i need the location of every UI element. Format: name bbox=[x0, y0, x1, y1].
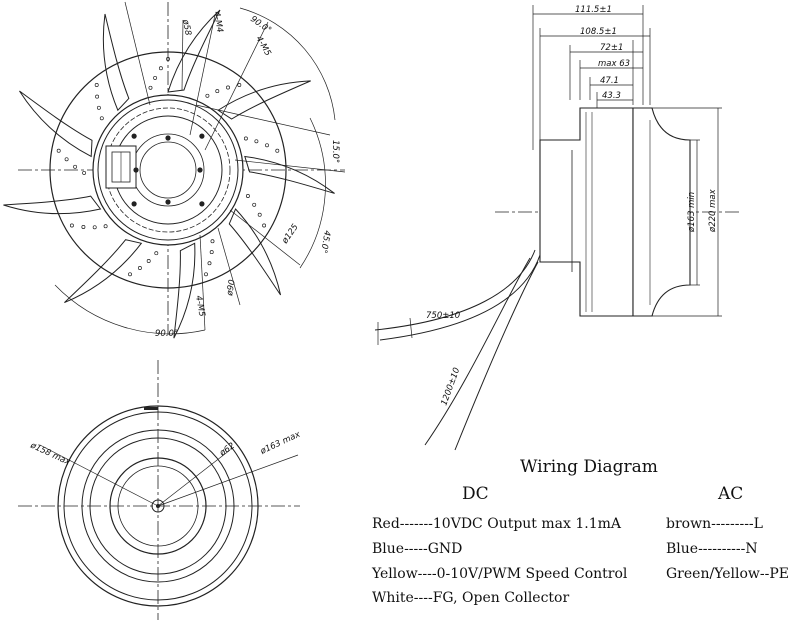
perforation-hole bbox=[128, 272, 132, 277]
perforation-hole bbox=[275, 148, 280, 153]
perforation-hole bbox=[94, 83, 99, 87]
dim-d58: ø58 bbox=[180, 18, 193, 37]
perforation-hole bbox=[262, 223, 267, 228]
blade bbox=[209, 208, 308, 296]
dim-max-63: max 63 bbox=[598, 59, 630, 69]
perforation-hole bbox=[209, 250, 214, 255]
dc-row-blue: Blue-----GND bbox=[372, 541, 463, 557]
mounting-hole bbox=[133, 167, 139, 173]
perforation-hole bbox=[252, 202, 257, 207]
dim-d158-max: ø158 max bbox=[28, 440, 73, 468]
blade bbox=[64, 13, 159, 111]
perforation-hole bbox=[95, 94, 100, 99]
perforation-hole bbox=[73, 164, 78, 169]
blade bbox=[145, 242, 224, 339]
perforation-hole bbox=[99, 116, 104, 121]
rear-view: ø158 max ø62 ø163 max bbox=[18, 360, 303, 620]
dim-111-5: 111.5±1 bbox=[575, 5, 612, 15]
perforation-hole bbox=[82, 170, 87, 175]
dim-108-5: 108.5±1 bbox=[580, 27, 617, 37]
perforation-hole bbox=[204, 272, 208, 277]
dim-d163-max: ø163 max bbox=[258, 429, 303, 457]
perforation-hole bbox=[210, 239, 215, 244]
perforation-hole bbox=[158, 66, 163, 71]
side-view: 111.5±1 108.5±1 72±1 max 63 47.1 43.3 ø1… bbox=[374, 5, 740, 451]
mounting-hole bbox=[199, 201, 205, 207]
dim-angle-45: 45.0° bbox=[318, 229, 332, 254]
perforation-hole bbox=[69, 223, 74, 228]
perforation-hole bbox=[205, 93, 210, 98]
perforation-hole bbox=[237, 83, 242, 87]
blade bbox=[2, 163, 101, 251]
perforation-hole bbox=[103, 224, 108, 229]
perforation-hole bbox=[64, 157, 69, 162]
perforation-hole bbox=[154, 251, 159, 256]
perforation-hole bbox=[254, 139, 259, 144]
perforation-hole bbox=[226, 85, 230, 90]
dim-4-m4: 4-M4 bbox=[211, 11, 225, 34]
perforation-hole bbox=[243, 136, 248, 141]
front-view: ø58 4-M4 90.0° 4-M5 15.0° 45.0° ø125 ø90… bbox=[2, 1, 346, 339]
perforation-hole bbox=[146, 259, 151, 263]
dim-cable-750: 750±10 bbox=[426, 311, 460, 321]
perforation-hole bbox=[207, 261, 212, 266]
ac-row-brown: brown---------L bbox=[666, 516, 763, 532]
perforation-hole bbox=[92, 225, 97, 230]
perforation-hole bbox=[166, 57, 170, 61]
ac-row-blue: Blue----------N bbox=[666, 541, 758, 557]
perforation-hole bbox=[81, 225, 86, 229]
perforation-hole bbox=[257, 212, 262, 217]
dim-72: 72±1 bbox=[600, 43, 623, 53]
perforation-hole bbox=[153, 75, 158, 80]
dc-heading: DC bbox=[462, 484, 489, 504]
dim-4-m5-bottom: 4-M5 bbox=[193, 295, 207, 318]
dc-row-white: White----FG, Open Collector bbox=[372, 590, 570, 606]
dim-cable-1200: 1200±10 bbox=[439, 366, 462, 407]
perforation-hole bbox=[137, 266, 142, 270]
perforation-hole bbox=[56, 148, 61, 153]
dim-43-3: 43.3 bbox=[602, 91, 621, 101]
mounting-hole bbox=[131, 133, 137, 139]
ac-heading: AC bbox=[718, 484, 744, 504]
dim-d62: ø62 bbox=[217, 441, 237, 459]
mounting-hole bbox=[199, 133, 205, 139]
ac-row-green-yellow: Green/Yellow--PE bbox=[666, 566, 789, 582]
mounting-hole bbox=[197, 167, 203, 173]
blade bbox=[167, 9, 221, 93]
dim-d90: ø90 bbox=[225, 279, 238, 298]
dim-angle-15: 15.0° bbox=[330, 140, 340, 163]
perforation-hole bbox=[215, 89, 220, 94]
dc-row-red: Red-------10VDC Output max 1.1mA bbox=[372, 516, 622, 532]
blade bbox=[244, 141, 336, 209]
perforation-hole bbox=[148, 85, 153, 90]
wiring-title: Wiring Diagram bbox=[520, 457, 658, 477]
dim-angle-bottom: 90.0° bbox=[155, 329, 178, 339]
perforation-holes bbox=[56, 57, 280, 277]
dim-angle-top: 90.0° bbox=[248, 14, 273, 35]
dc-row-yellow: Yellow----0-10V/PWM Speed Control bbox=[372, 566, 628, 582]
blade bbox=[9, 90, 101, 157]
perforation-hole bbox=[265, 143, 269, 148]
dim-d125: ø125 bbox=[280, 222, 301, 246]
dim-d220-max: ø220 max bbox=[708, 188, 718, 233]
mounting-hole bbox=[165, 135, 171, 141]
mounting-holes bbox=[131, 133, 205, 207]
dim-d163-min: ø163 min bbox=[687, 192, 697, 233]
mounting-hole bbox=[131, 201, 137, 207]
perforation-hole bbox=[96, 105, 101, 110]
perforation-hole bbox=[245, 194, 250, 198]
mounting-hole bbox=[165, 199, 171, 205]
dim-47-1: 47.1 bbox=[600, 76, 619, 86]
